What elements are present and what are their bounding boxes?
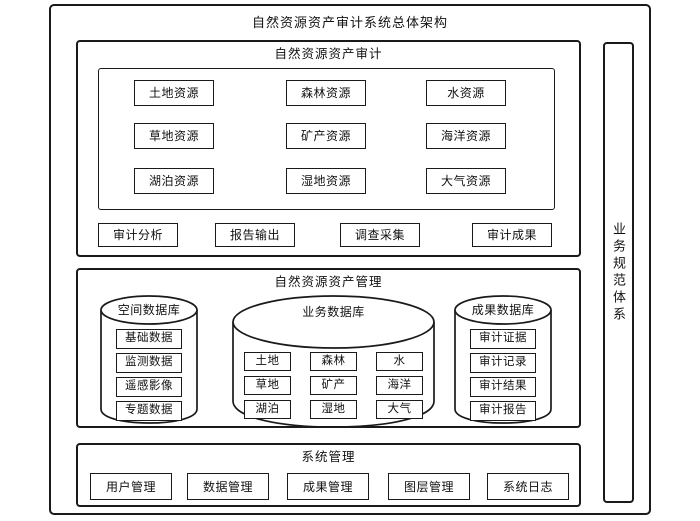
spatial-database-cylinder: 空间数据库 基础数据 监测数据 遥感影像 专题数据 [100, 295, 198, 424]
business-db-item-lake: 湖泊 [244, 400, 291, 419]
business-standards-label: 业务规范体系 [611, 221, 626, 324]
business-standards-bar: 业务规范体系 [603, 42, 634, 503]
results-database-cylinder: 成果数据库 审计证据 审计记录 审计结果 审计报告 [454, 295, 552, 424]
system-section-title: 系统管理 [301, 450, 356, 464]
resource-box-mineral: 矿产资源 [286, 123, 366, 149]
spatial-db-item-monitoring-data: 监测数据 [116, 353, 182, 373]
audit-section-title: 自然资源资产审计 [274, 47, 383, 61]
diagram-title: 自然资源资产审计系统总体架构 [251, 15, 448, 30]
spatial-db-item-thematic-data: 专题数据 [116, 401, 182, 421]
resource-box-land: 土地资源 [134, 80, 214, 106]
spatial-db-item-remote-sensing: 遥感影像 [116, 377, 182, 397]
results-db-item-audit-report: 审计报告 [470, 401, 536, 421]
outer-frame: 自然资源资产审计系统总体架构 自然资源资产审计 土地资源 森林资源 水资源 草地… [49, 4, 651, 515]
system-box-layer-mgmt: 图层管理 [388, 473, 470, 500]
system-box-results-mgmt: 成果管理 [287, 473, 369, 500]
business-db-label: 业务数据库 [302, 305, 365, 319]
audit-section: 自然资源资产审计 土地资源 森林资源 水资源 草地资源 矿产资源 海洋资源 湖泊… [76, 40, 581, 257]
business-db-item-wetland: 湿地 [310, 400, 357, 419]
cylinder-shape-icon [100, 295, 198, 424]
management-section-title: 自然资源资产管理 [274, 275, 383, 289]
spatial-db-item-basic-data: 基础数据 [116, 329, 182, 349]
resource-box-water: 水资源 [426, 80, 506, 106]
function-box-report-output: 报告输出 [215, 223, 295, 247]
results-db-item-audit-result: 审计结果 [470, 377, 536, 397]
business-db-item-water: 水 [376, 352, 423, 371]
function-box-survey-collection: 调查采集 [340, 223, 420, 247]
system-section: 系统管理 用户管理 数据管理 成果管理 图层管理 系统日志 [76, 443, 581, 507]
business-db-item-mineral: 矿产 [310, 376, 357, 395]
spatial-db-label: 空间数据库 [117, 303, 181, 317]
system-box-user-mgmt: 用户管理 [90, 473, 172, 500]
system-box-data-mgmt: 数据管理 [187, 473, 269, 500]
function-box-audit-analysis: 审计分析 [98, 223, 178, 247]
cylinder-shape-icon [232, 295, 435, 428]
business-db-item-land: 土地 [244, 352, 291, 371]
resource-box-lake: 湖泊资源 [134, 168, 214, 194]
resource-grid-box: 土地资源 森林资源 水资源 草地资源 矿产资源 海洋资源 湖泊资源 湿地资源 大… [98, 68, 555, 210]
business-db-item-forest: 森林 [310, 352, 357, 371]
resource-box-ocean: 海洋资源 [426, 123, 506, 149]
resource-box-wetland: 湿地资源 [286, 168, 366, 194]
resource-box-forest: 森林资源 [286, 80, 366, 106]
business-db-item-atmosphere: 大气 [376, 400, 423, 419]
business-database-cylinder: 业务数据库 土地 森林 水 草地 矿产 海洋 湖泊 湿地 大气 [232, 295, 435, 428]
management-section: 自然资源资产管理 空间数据库 基础数据 监测数据 遥感影像 专题数据 [76, 268, 581, 428]
results-db-item-audit-record: 审计记录 [470, 353, 536, 373]
system-box-system-log: 系统日志 [487, 473, 569, 500]
resource-box-atmosphere: 大气资源 [426, 168, 506, 194]
function-box-audit-results: 审计成果 [472, 223, 552, 247]
business-db-item-ocean: 海洋 [376, 376, 423, 395]
results-db-item-audit-evidence: 审计证据 [470, 329, 536, 349]
results-db-label: 成果数据库 [471, 303, 535, 317]
business-db-item-grassland: 草地 [244, 376, 291, 395]
resource-box-grassland: 草地资源 [134, 123, 214, 149]
cylinder-shape-icon [454, 295, 552, 424]
